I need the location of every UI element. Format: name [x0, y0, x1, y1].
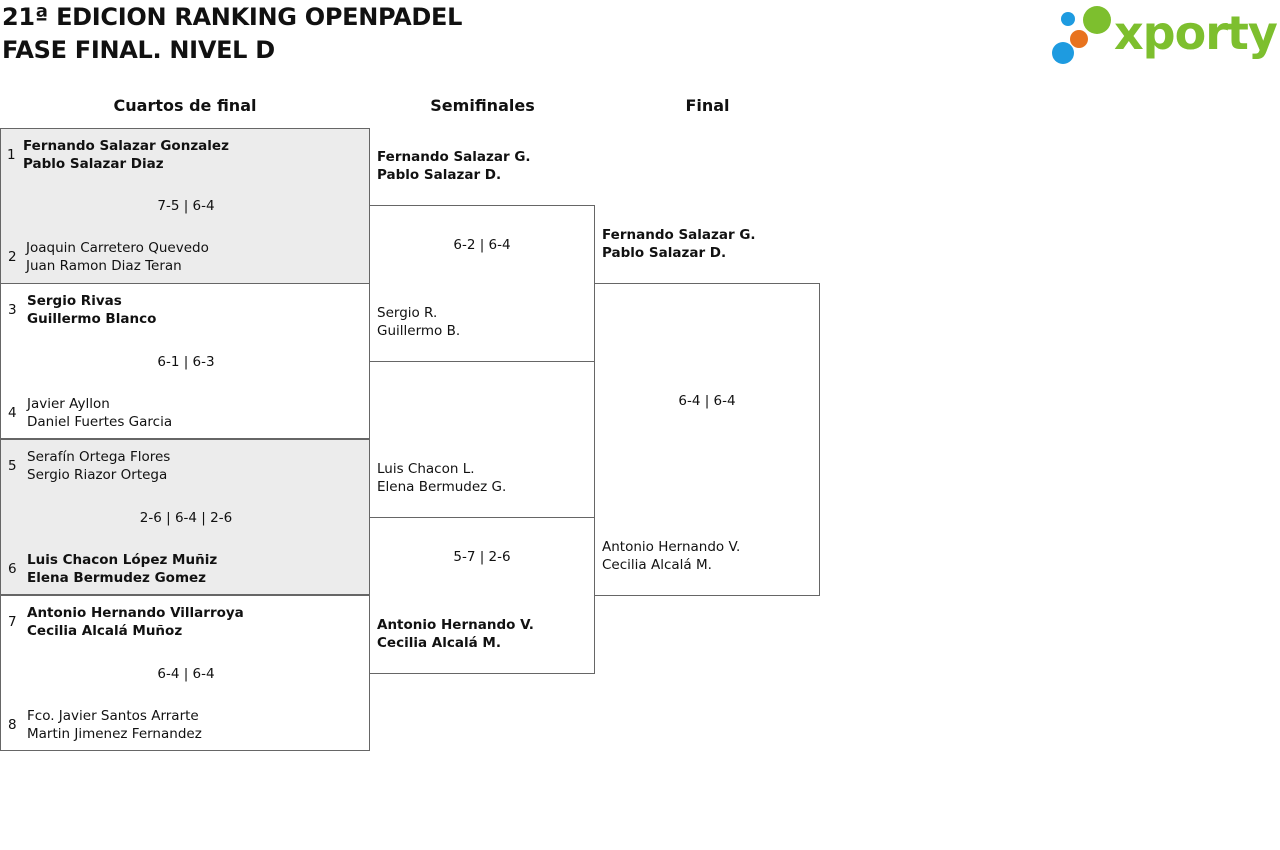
player-name: Luis Chacon L. — [377, 461, 475, 477]
match-score: 6-4 | 6-4 — [678, 393, 736, 409]
team-names: Luis Chacon López Muñiz Elena Bermudez G… — [27, 551, 217, 587]
player-name: Elena Bermudez Gomez — [27, 570, 207, 586]
match-score: 5-7 | 2-6 — [453, 549, 511, 565]
semifinal-1-bottom-team: Sergio R. Guillermo B. — [377, 304, 460, 340]
match-score: 6-2 | 6-4 — [453, 237, 511, 253]
logo-dot-blue — [1052, 42, 1074, 64]
player-name: Antonio Hernando V. — [602, 539, 741, 555]
quarterfinal-match-4: 7 Antonio Hernando Villarroya Cecilia Al… — [0, 595, 370, 751]
player-name: Pablo Salazar D. — [377, 167, 502, 183]
player-name: Sergio Rivas — [27, 293, 122, 309]
seed-number: 2 — [8, 249, 17, 265]
logo-dot-orange — [1070, 30, 1088, 48]
player-name: Cecilia Alcalá M. — [602, 557, 712, 573]
seed-number: 5 — [8, 458, 17, 474]
quarterfinal-match-2: 3 Sergio Rivas Guillermo Blanco 6-1 | 6-… — [0, 283, 370, 439]
player-name: Martin Jimenez Fernandez — [27, 726, 202, 742]
player-name: Pablo Salazar D. — [602, 245, 727, 261]
page-title: 21ª EDICION RANKING OPENPADEL — [2, 3, 463, 31]
player-name: Sergio Riazor Ortega — [27, 467, 168, 483]
player-name: Fernando Salazar G. — [377, 149, 531, 165]
quarterfinal-match-1: 1 Fernando Salazar Gonzalez Pablo Salaza… — [0, 128, 370, 284]
logo-wordmark: xporty — [1114, 6, 1278, 60]
semifinal-match-1: 6-2 | 6-4 Sergio R. Guillermo B. — [369, 205, 595, 362]
player-name: Juan Ramon Diaz Teran — [26, 258, 182, 274]
seed-number: 1 — [7, 147, 16, 163]
seed-number: 3 — [8, 302, 17, 318]
logo-dot-green — [1083, 6, 1111, 34]
player-name: Joaquin Carretero Quevedo — [26, 240, 209, 256]
seed-number: 7 — [8, 614, 17, 630]
team-names: Fco. Javier Santos Arrarte Martin Jimene… — [27, 707, 202, 743]
match-score: 2-6 | 6-4 | 2-6 — [139, 510, 233, 526]
player-name: Antonio Hernando V. — [377, 617, 534, 633]
player-name: Elena Bermudez G. — [377, 479, 507, 495]
player-name: Cecilia Alcalá Muñoz — [27, 623, 183, 639]
team-names: Joaquin Carretero Quevedo Juan Ramon Dia… — [26, 239, 209, 275]
team-names: Fernando Salazar Gonzalez Pablo Salazar … — [23, 137, 229, 173]
match-score: 6-1 | 6-3 — [157, 354, 215, 370]
player-name: Antonio Hernando Villarroya — [27, 605, 244, 621]
player-name: Fco. Javier Santos Arrarte — [27, 708, 199, 724]
team-names: Antonio Hernando Villarroya Cecilia Alca… — [27, 604, 244, 640]
column-header-semifinals: Semifinales — [430, 96, 535, 115]
match-score: 7-5 | 6-4 — [157, 198, 215, 214]
player-name: Luis Chacon López Muñiz — [27, 552, 218, 568]
player-name: Pablo Salazar Diaz — [23, 156, 164, 172]
team-names: Sergio Rivas Guillermo Blanco — [27, 292, 156, 328]
seed-number: 4 — [8, 405, 17, 421]
final-top-team: Fernando Salazar G. Pablo Salazar D. — [602, 226, 756, 262]
semifinal-1-top-team: Fernando Salazar G. Pablo Salazar D. — [377, 148, 531, 184]
column-header-quarterfinals: Cuartos de final — [113, 96, 257, 115]
page-subtitle: FASE FINAL. NIVEL D — [2, 36, 275, 64]
player-name: Serafín Ortega Flores — [27, 449, 171, 465]
team-names: Serafín Ortega Flores Sergio Riazor Orte… — [27, 448, 170, 484]
semifinal-2-top-team: Luis Chacon L. Elena Bermudez G. — [377, 460, 506, 496]
player-name: Sergio R. — [377, 305, 438, 321]
player-name: Fernando Salazar Gonzalez — [23, 138, 229, 154]
player-name: Guillermo Blanco — [27, 311, 157, 327]
team-names: Javier Ayllon Daniel Fuertes Garcia — [27, 395, 172, 431]
match-score: 6-4 | 6-4 — [157, 666, 215, 682]
player-name: Daniel Fuertes Garcia — [27, 414, 173, 430]
semifinal-2-bottom-team: Antonio Hernando V. Cecilia Alcalá M. — [377, 616, 534, 652]
logo-dot-blue-small — [1061, 12, 1075, 26]
final-bottom-team: Antonio Hernando V. Cecilia Alcalá M. — [602, 538, 740, 574]
player-name: Javier Ayllon — [27, 396, 110, 412]
column-header-final: Final — [685, 96, 730, 115]
xporty-logo: xporty — [1052, 4, 1278, 68]
seed-number: 6 — [8, 561, 17, 577]
quarterfinal-match-3: 5 Serafín Ortega Flores Sergio Riazor Or… — [0, 439, 370, 595]
semifinal-match-2: 5-7 | 2-6 Antonio Hernando V. Cecilia Al… — [369, 517, 595, 674]
player-name: Fernando Salazar G. — [602, 227, 756, 243]
player-name: Guillermo B. — [377, 323, 461, 339]
final-match: 6-4 | 6-4 Antonio Hernando V. Cecilia Al… — [594, 283, 820, 596]
seed-number: 8 — [8, 717, 17, 733]
player-name: Cecilia Alcalá M. — [377, 635, 501, 651]
